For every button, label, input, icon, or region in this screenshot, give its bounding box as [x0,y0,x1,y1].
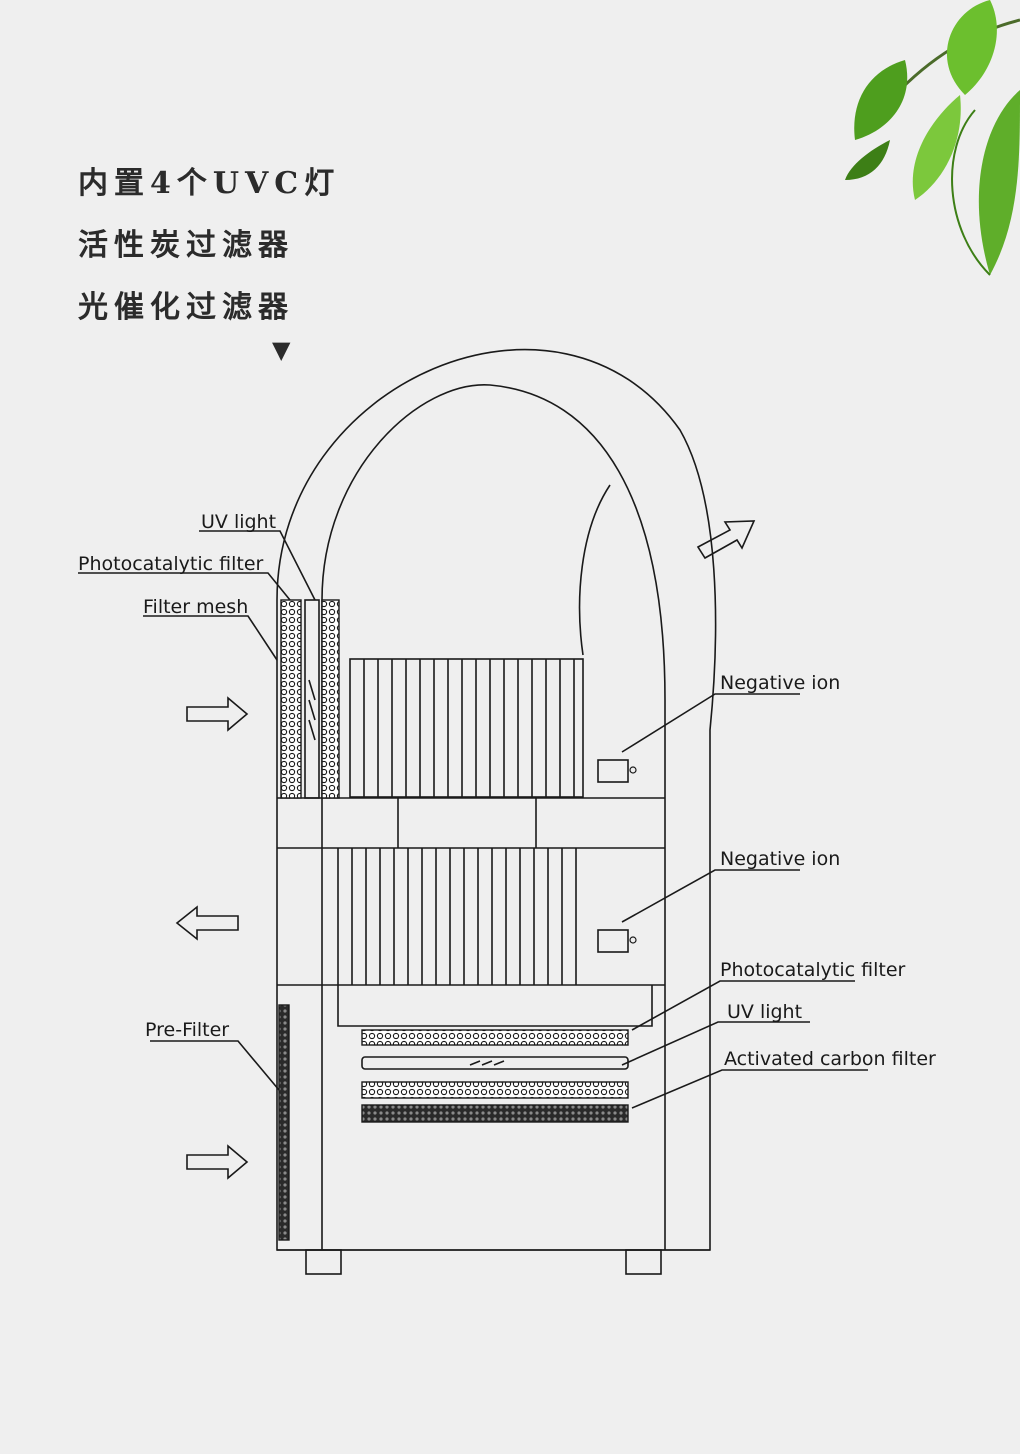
tea-leaf-decoration [845,0,1020,276]
airflow-out-arrow-top [696,520,756,560]
housing-outline [276,348,717,1275]
airflow-in-arrow-upper [186,696,249,732]
negative-ion-generator-lower [597,929,637,953]
top-filter-cartridge [280,599,340,799]
label-photocatalytic-filter-top: Photocatalytic filter [78,553,264,575]
headline-activated-carbon: 活性炭过滤器 [78,228,294,263]
headline-photocatalytic: 光催化过滤器 [78,290,294,325]
label-filter-mesh: Filter mesh [143,596,248,618]
label-photocatalytic-filter-bottom: Photocatalytic filter [720,959,906,981]
lower-fin-block [337,848,577,985]
down-pointer-icon: ▼ [272,336,291,364]
airflow-in-arrow-lower [186,1144,249,1180]
label-negative-ion-lower: Negative ion [720,848,840,870]
pre-filter-panel [278,1004,290,1241]
leader-lines [78,530,868,1109]
label-activated-carbon-filter: Activated carbon filter [724,1048,936,1070]
label-uv-light-bottom: UV light [727,1001,802,1023]
label-negative-ion-upper: Negative ion [720,672,840,694]
airflow-out-arrow-left [175,905,239,941]
bottom-filter-stack [361,1029,629,1123]
upper-fin-block [349,658,584,798]
label-pre-filter: Pre-Filter [145,1019,229,1041]
headline-uvc-lamps: 内置4个UVC灯 [78,166,341,201]
label-uv-light-top: UV light [201,511,276,533]
negative-ion-generator-upper [597,759,637,783]
